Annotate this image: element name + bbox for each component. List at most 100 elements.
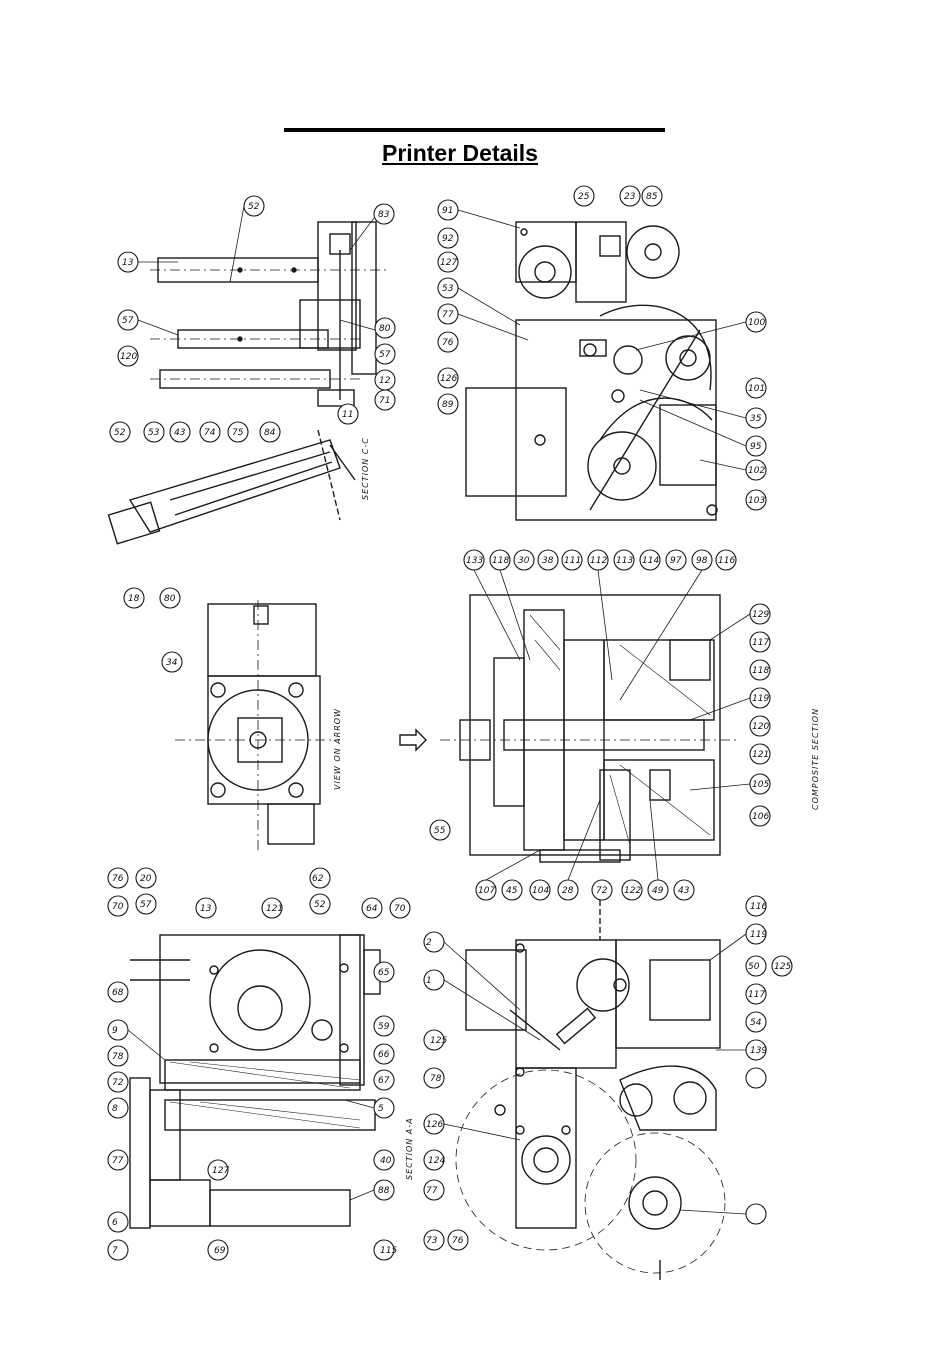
svg-text:85: 85 [646,192,658,202]
balloon: 85 [641,185,663,207]
svg-text:49: 49 [652,886,664,896]
svg-text:88: 88 [378,1186,390,1196]
svg-text:91: 91 [442,206,453,216]
svg-text:139: 139 [750,1046,767,1056]
shaft-assembly-view [150,221,390,407]
balloon: 124 [423,1149,445,1171]
svg-text:67: 67 [378,1076,390,1086]
balloon: 115 [373,1239,397,1261]
balloon: 43 [673,879,695,901]
balloon: 45 [501,879,523,901]
balloon: 35 [745,407,767,429]
balloon: 107 [475,879,497,901]
balloon: 75 [227,421,249,443]
svg-text:114: 114 [642,556,659,566]
svg-text:126: 126 [440,374,457,384]
balloon: 55 [429,819,451,841]
balloon: 122 [621,879,643,901]
composite-section-caption: COMPOSITE SECTION [811,708,820,810]
balloon: 13 [117,251,139,273]
balloon: 66 [373,1043,395,1065]
balloon: 78 [423,1067,445,1089]
balloon: 57 [117,309,139,331]
svg-text:43: 43 [174,428,186,438]
svg-text:133: 133 [466,556,483,566]
svg-text:104: 104 [532,886,549,896]
balloon: 117 [749,631,771,653]
view-on-arrow [175,600,340,850]
svg-text:52: 52 [114,428,126,438]
balloon: 13 [195,897,217,919]
svg-text:77: 77 [112,1156,124,1166]
balloon: 52 [309,893,331,915]
ribbon-mechanism-view [465,221,718,521]
balloon: 118 [749,659,771,681]
svg-text:54: 54 [750,1018,762,1028]
svg-text:12: 12 [379,376,391,386]
balloon: 114 [639,549,661,571]
svg-text:97: 97 [670,556,682,566]
svg-text:120: 120 [752,722,769,732]
balloon: 7 [107,1239,129,1261]
balloon: 53 [437,277,459,299]
svg-text:103: 103 [748,496,765,506]
balloon: 70 [107,895,129,917]
svg-text:117: 117 [748,990,765,1000]
balloon: 111 [561,549,583,571]
section-c-caption: SECTION C-C [361,437,370,500]
balloon: 62 [309,867,331,889]
balloon: 77 [107,1149,129,1171]
balloon: 121 [749,743,771,765]
svg-text:76: 76 [112,874,124,884]
svg-text:120: 120 [120,352,137,362]
balloon: 80 [374,317,396,339]
balloon: 95 [745,435,767,457]
balloon: 34 [161,651,183,673]
balloon: 121 [261,897,283,919]
part-number-balloons: 52 83 13 57 120 80 57 12 71 52 53 43 74 … [107,185,793,1261]
svg-text:121: 121 [266,904,283,914]
svg-text:43: 43 [678,886,690,896]
page-title: Printer Details [382,140,538,166]
balloon: 118 [489,549,511,571]
svg-text:72: 72 [112,1078,124,1088]
balloon [745,1067,767,1089]
composite-section-view [399,594,740,863]
svg-text:11: 11 [342,410,353,420]
section-c-view [107,429,356,545]
balloon: 139 [745,1039,767,1061]
svg-text:98: 98 [696,556,708,566]
balloon: 92 [437,227,459,249]
svg-text:80: 80 [379,324,391,334]
svg-text:62: 62 [312,874,324,884]
svg-text:126: 126 [426,1120,443,1130]
svg-text:70: 70 [112,902,124,912]
svg-text:68: 68 [112,988,124,998]
svg-text:70: 70 [394,904,406,914]
svg-text:125: 125 [774,962,791,972]
balloon: 125 [423,1029,447,1051]
balloon: 76 [437,331,459,353]
svg-text:30: 30 [518,556,530,566]
svg-text:95: 95 [750,442,762,452]
balloon: 25 [573,185,595,207]
balloon: 102 [745,459,767,481]
svg-text:45: 45 [506,886,518,896]
svg-text:50: 50 [748,962,760,972]
view-on-arrow-caption: VIEW ON ARROW [333,708,342,790]
svg-text:57: 57 [122,316,134,326]
balloon: 77 [423,1179,445,1201]
balloon: 72 [591,879,613,901]
balloon: 49 [647,879,669,901]
balloon: 57 [135,893,157,915]
svg-text:102: 102 [748,466,765,476]
balloon: 38 [537,549,559,571]
svg-text:112: 112 [590,556,607,566]
balloon: 129 [749,603,771,625]
svg-text:25: 25 [578,192,590,202]
svg-text:52: 52 [314,900,326,910]
balloon: 6 [107,1211,129,1233]
balloon: 57 [374,343,396,365]
balloon: 127 [437,251,459,273]
svg-text:116: 116 [750,902,767,912]
